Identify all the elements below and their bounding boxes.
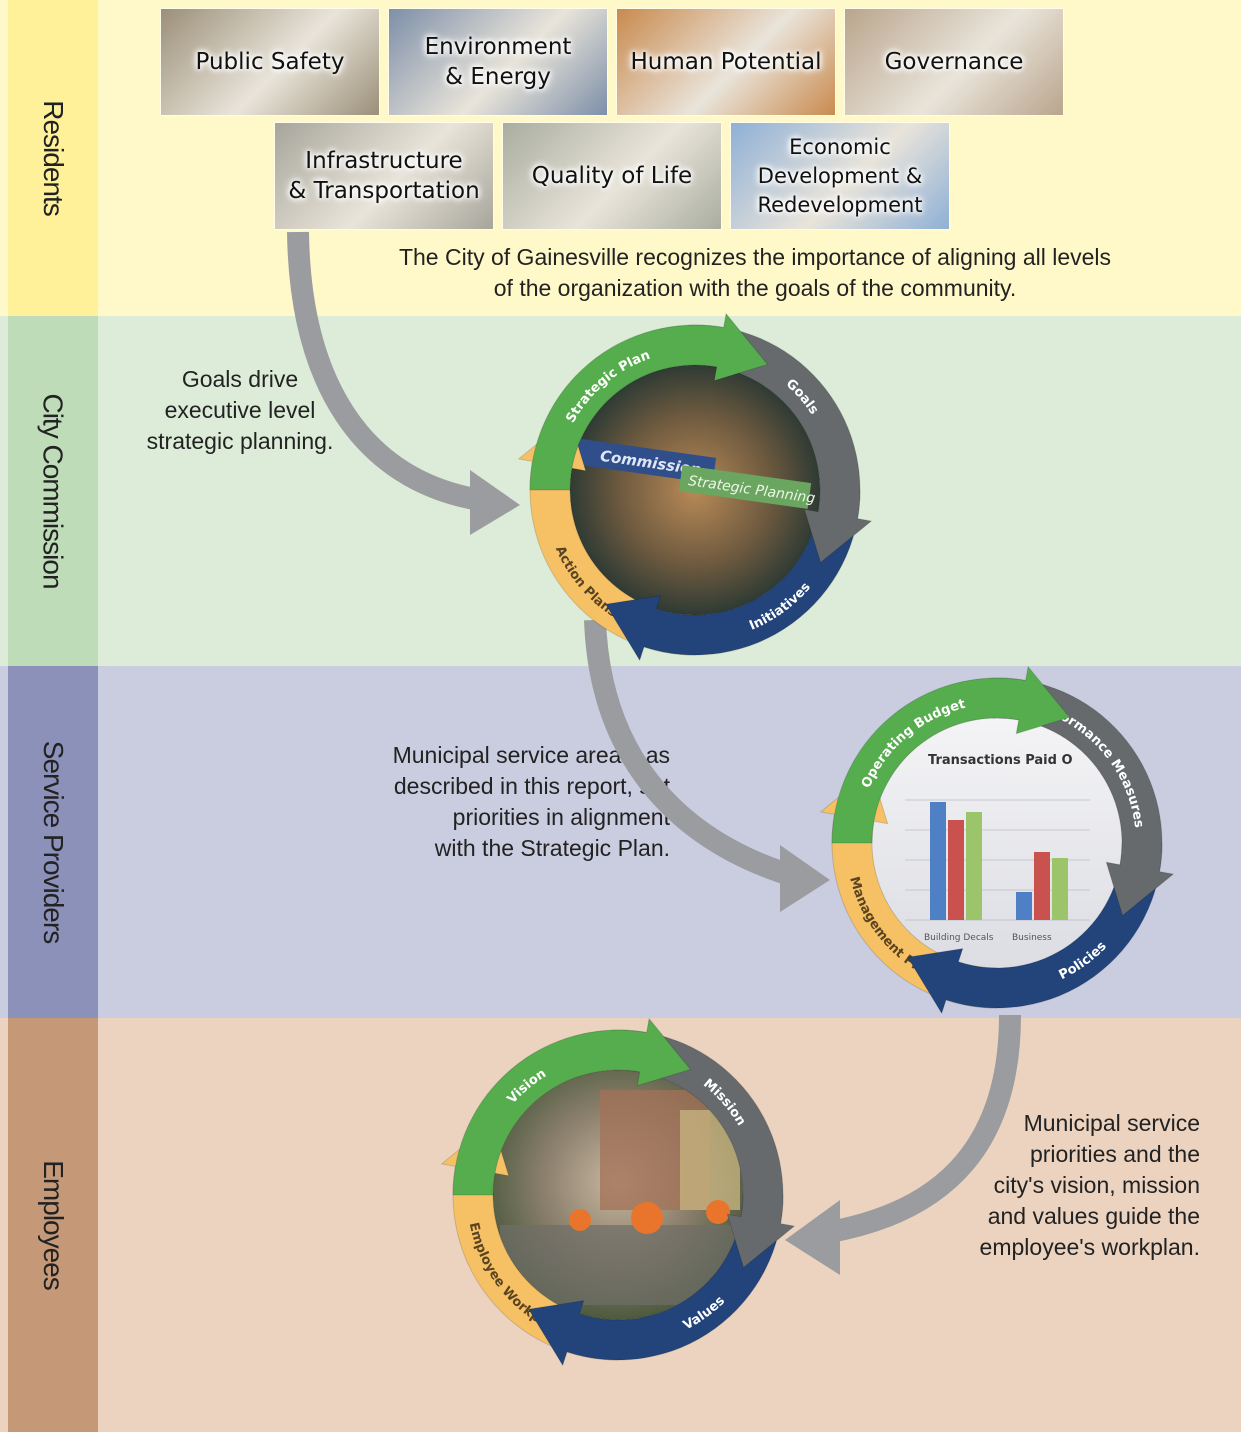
band-label-city-commission: City Commission <box>8 316 98 666</box>
connector-commission-to-providers-head <box>780 845 830 912</box>
band-label-residents: Residents <box>8 0 98 316</box>
center-banner-commission <box>573 438 717 484</box>
provider-cycle: Transactions Paid O Building Decals Busi… <box>819 665 1175 1015</box>
center-chart-bar <box>1016 892 1032 920</box>
band-label-service-providers: Service Providers <box>8 666 98 1018</box>
center-chart-title: Transactions Paid O <box>928 753 1073 768</box>
center-chart-axis-label: Business <box>1012 933 1052 943</box>
cycle-arrow-right <box>688 324 873 564</box>
cycle-arrow-right <box>611 1029 796 1269</box>
tile-photo <box>503 123 721 229</box>
center-chart-bar <box>948 820 964 920</box>
cycle-arrow-top <box>831 665 1071 844</box>
goal-tile-infrastructure-transportation: Infrastructure & Transportation <box>274 122 494 230</box>
tile-photo <box>845 9 1063 115</box>
center-banner-strategic-planning <box>678 465 812 509</box>
tile-label: Governance <box>884 49 1024 75</box>
center-chart-bar <box>930 802 946 920</box>
goal-tile-public-safety: Public Safety <box>160 8 380 116</box>
tile-label: Quality of Life <box>531 163 693 189</box>
goal-tile-human-potential: Human Potential <box>616 8 836 116</box>
goal-tile-governance: Governance <box>844 8 1064 116</box>
note-service-areas: Municipal service areas, as described in… <box>392 742 670 861</box>
tile-photo <box>161 9 379 115</box>
center-chart-bar <box>1034 852 1050 920</box>
cycle-arrow-bottom <box>527 1194 784 1367</box>
goal-tile-environment-energy: Environment & Energy <box>388 8 608 116</box>
center-image-worker <box>631 1202 663 1234</box>
cycle-arrow-top <box>452 1017 692 1196</box>
tile-label: Economic Development & Redevelopment <box>757 134 923 217</box>
connector-goals-to-commission <box>287 231 482 511</box>
band-label-employees: Employees <box>8 1018 98 1432</box>
tile-label: Environment & Energy <box>424 34 572 90</box>
cycle-arrow-right <box>990 677 1175 917</box>
connectors <box>287 231 1021 1275</box>
cycle-arrow-bottom <box>604 489 861 662</box>
center-image-street <box>500 1225 736 1305</box>
goal-tile-economic-development: Economic Development & Redevelopment <box>730 122 950 230</box>
tile-photo <box>389 9 607 115</box>
center-chart-axis-label: Building Decals <box>924 933 994 943</box>
center-image-worker <box>569 1209 591 1231</box>
note-goals-drive: Goals drive executive level strategic pl… <box>146 366 334 454</box>
connector-providers-to-employees-head <box>785 1200 840 1275</box>
cycle-arrow-bottom <box>906 842 1163 1015</box>
cycle-arrow-top <box>529 312 769 491</box>
tile-photo <box>617 9 835 115</box>
center-chart-bar <box>966 812 982 920</box>
tile-photo <box>731 123 949 229</box>
goal-tile-quality-of-life: Quality of Life <box>502 122 722 230</box>
commission-cycle: Commission Strategic Planning Action Pla… <box>517 312 873 662</box>
connector-providers-to-employees <box>828 1014 1021 1243</box>
tile-label: Human Potential <box>630 49 822 75</box>
tile-photo <box>275 123 493 229</box>
tile-label: Public Safety <box>195 49 345 75</box>
intro-text: The City of Gainesville recognizes the i… <box>398 244 1112 301</box>
employee-cycle: Employee WorkplansValuesMissionVision <box>440 1017 796 1367</box>
connector-commission-to-providers <box>584 619 794 886</box>
center-image-worker <box>706 1200 730 1224</box>
center-chart-bar <box>1052 858 1068 920</box>
connector-goals-to-commission-head <box>470 470 520 535</box>
tile-label: Infrastructure & Transportation <box>288 148 480 204</box>
note-employee-workplan: Municipal service priorities and the cit… <box>979 1110 1200 1260</box>
